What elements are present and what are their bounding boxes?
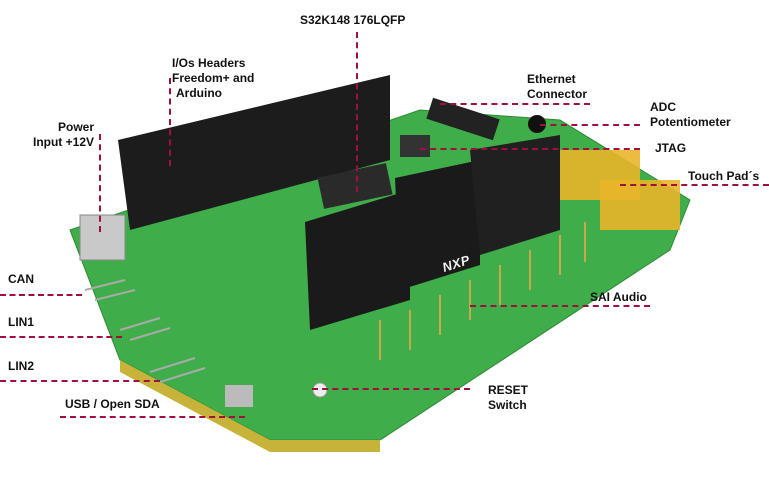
leader-line-lin1 (0, 336, 122, 338)
ethernet-connector (426, 97, 500, 141)
label-touch-pads: Touch Pad´s (688, 169, 760, 183)
leader-line-reset (312, 388, 470, 390)
jtag-header (400, 135, 430, 157)
label-lin1: LIN1 (8, 315, 35, 329)
leader-line-lin2 (0, 380, 160, 382)
leader-line-sai-audio (470, 305, 650, 307)
label-line: Arduino (176, 86, 222, 100)
label-line: Power (57, 120, 94, 134)
label-line: Freedom+ and (172, 71, 255, 85)
label-sai-audio: SAI Audio (590, 290, 647, 304)
label-reset: RESET Switch (488, 383, 528, 413)
label-can: CAN (8, 272, 34, 286)
leader-line-can (0, 294, 82, 296)
reset-button (312, 382, 328, 398)
label-ethernet: Ethernet Connector (527, 72, 587, 102)
mcu-chip (317, 163, 393, 209)
touch-pad (600, 180, 680, 230)
leader-line-usb (60, 416, 245, 418)
label-adc: ADC Potentiometer (650, 100, 731, 130)
io-header (118, 75, 390, 230)
label-line: Potentiometer (650, 115, 731, 129)
pcb-edge (120, 360, 380, 452)
io-header (395, 160, 480, 290)
sai-audio-pins (379, 222, 586, 360)
io-header (305, 190, 410, 330)
label-line: Switch (488, 398, 527, 412)
label-jtag: JTAG (655, 141, 687, 155)
label-lin2: LIN2 (8, 359, 35, 373)
label-usb: USB / Open SDA (65, 397, 160, 411)
label-power: Power Input +12V (20, 120, 94, 150)
label-mcu: S32K148 176LQFP (300, 13, 406, 27)
label-line: Connector (527, 87, 587, 101)
io-header (470, 135, 560, 255)
leader-line-io-headers (169, 78, 171, 166)
leader-line-touch-pads (620, 184, 769, 186)
usb-connector (225, 385, 253, 407)
power-jack (79, 214, 126, 261)
adc-potentiometer (528, 115, 546, 133)
label-io-headers: I/Os Headers Freedom+ and Arduino (172, 56, 254, 101)
label-line: Input +12V (32, 135, 94, 149)
label-line: Ethernet (527, 72, 576, 86)
leader-line-ethernet (440, 103, 590, 105)
label-line: RESET (488, 383, 529, 397)
can-lin-pins (84, 279, 206, 383)
leader-line-mcu (356, 32, 358, 192)
leader-line-adc (540, 124, 640, 126)
leader-line-power (99, 134, 101, 232)
leader-line-jtag (420, 148, 640, 150)
label-line: ADC (650, 100, 676, 114)
label-line: I/Os Headers (172, 56, 246, 70)
